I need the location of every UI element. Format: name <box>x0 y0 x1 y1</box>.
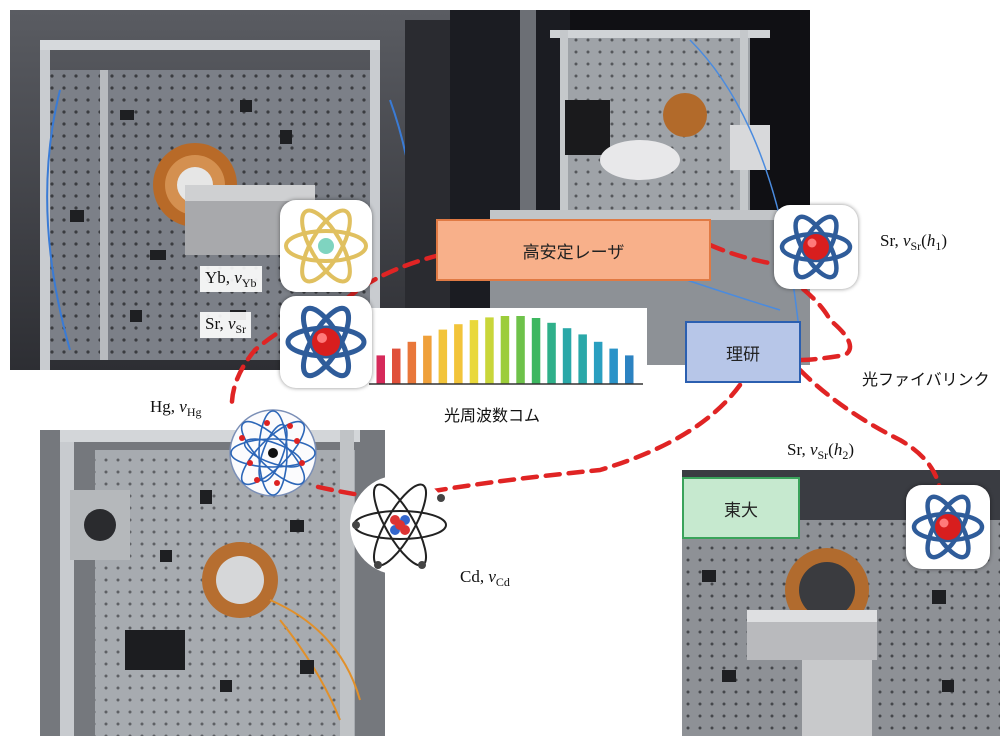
link-sr-h1-to-riken <box>782 272 853 363</box>
comb-tooth <box>625 355 634 384</box>
frequency-comb-chart <box>369 316 643 385</box>
sr-h1-label: Sr, νSr(h1) <box>880 231 947 253</box>
comb-tooth <box>485 317 494 384</box>
comb-tooth <box>392 348 401 384</box>
comb-tooth <box>531 318 541 384</box>
utokyo-box: 東大 <box>682 477 800 539</box>
frequency-comb-panel <box>365 308 647 388</box>
sr-h1-atom-icon <box>774 205 858 289</box>
utokyo-label: 東大 <box>724 500 758 521</box>
link-laser-to-sr-h1 <box>707 242 785 268</box>
comb-label: 光周波数コム <box>444 406 541 425</box>
yb-atom-icon <box>280 200 372 292</box>
comb-tooth <box>469 320 479 384</box>
photo-apparatus-bottom-left <box>40 430 385 736</box>
cd-atom-icon <box>348 470 453 580</box>
comb-tooth <box>609 348 618 384</box>
comb-tooth <box>500 316 510 384</box>
comb-tooth <box>407 341 417 384</box>
comb-tooth <box>516 316 525 384</box>
riken-box: 理研 <box>685 321 801 383</box>
fiber-link-label: 光ファイバリンク <box>862 370 990 389</box>
comb-tooth <box>423 335 432 384</box>
riken-label: 理研 <box>726 344 760 365</box>
comb-tooth <box>547 322 556 384</box>
sr-label: Sr, νSr <box>200 312 252 338</box>
comb-tooth <box>376 355 385 384</box>
comb-tooth <box>562 328 572 384</box>
hg-atom-icon <box>222 408 324 498</box>
link-riken-to-utokyo <box>797 367 943 493</box>
link-riken-to-cd-hg <box>307 382 743 499</box>
sr-h2-atom-icon <box>906 485 990 569</box>
hg-label: Hg, νHg <box>150 397 202 419</box>
comb-tooth <box>438 329 448 384</box>
sr-h2-label: Sr, νSr(h2) <box>787 440 854 462</box>
cd-label: Cd, νCd <box>460 567 510 589</box>
high-stability-laser-label: 高安定レーザ <box>522 242 625 263</box>
comb-tooth <box>593 341 603 384</box>
sr-atom-icon <box>280 296 372 388</box>
comb-tooth <box>578 334 587 384</box>
yb-label: Yb, νYb <box>200 266 262 292</box>
comb-tooth <box>454 324 463 384</box>
high-stability-laser-box: 高安定レーザ <box>436 219 711 281</box>
